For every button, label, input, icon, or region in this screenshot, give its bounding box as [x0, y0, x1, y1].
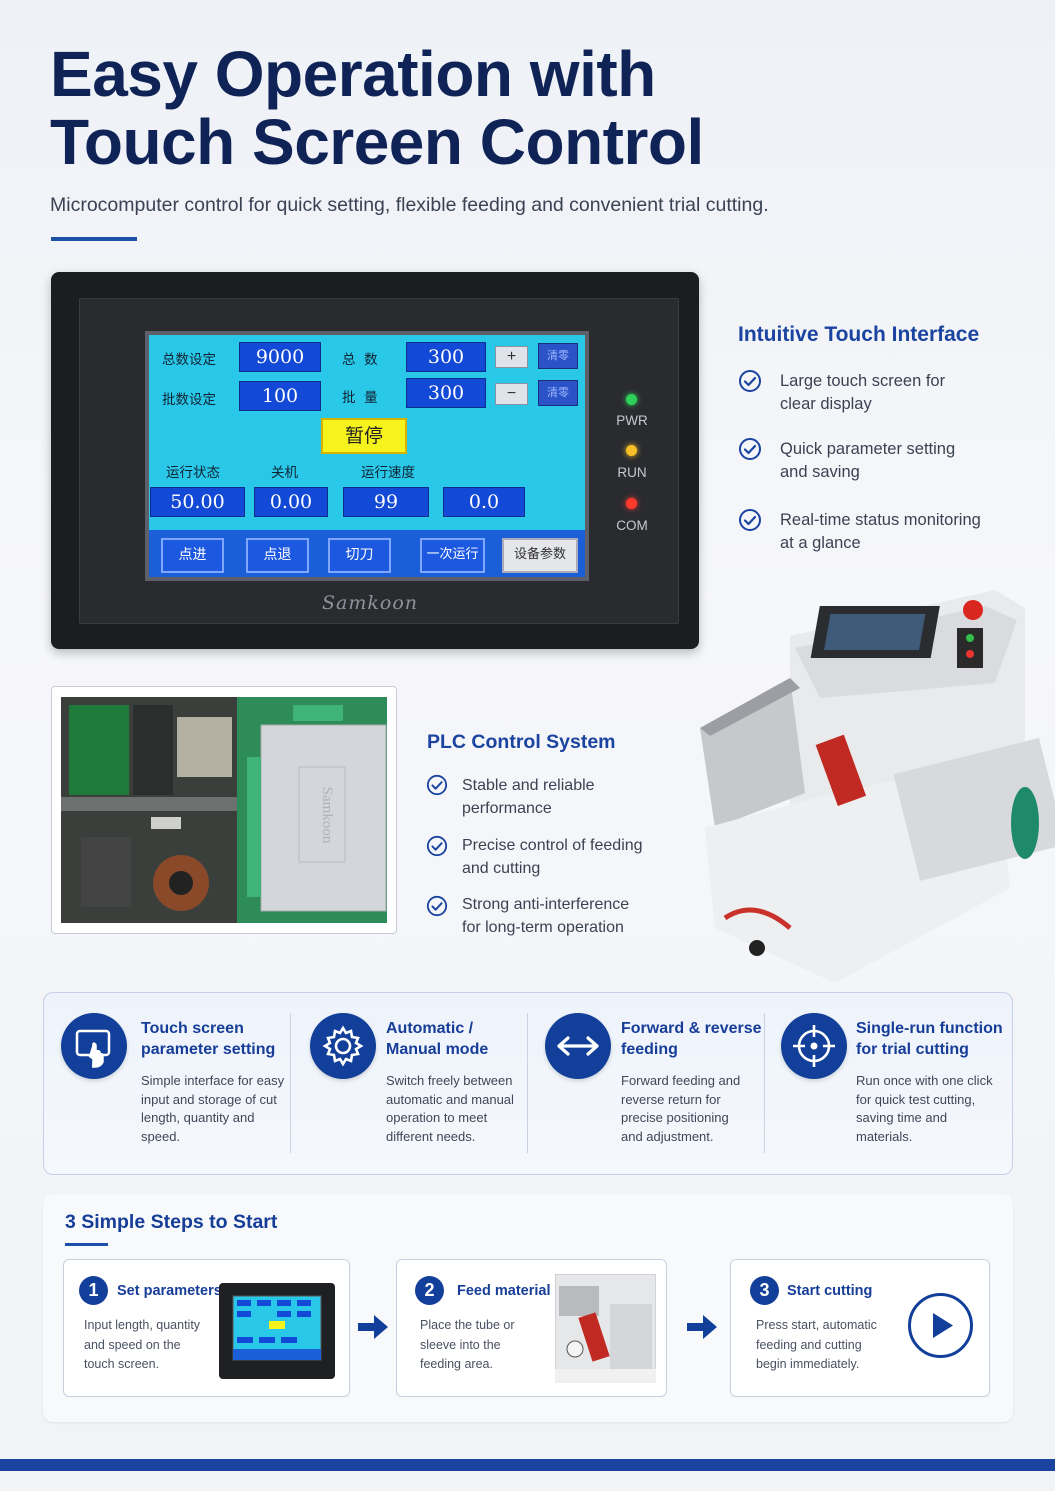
hmi-pause-button[interactable]: 暂停 — [321, 418, 407, 454]
feature-divider — [290, 1013, 291, 1153]
page-title: Easy Operation with Touch Screen Control — [50, 38, 704, 178]
title-underline — [51, 237, 137, 241]
hmi-total-label: 总 数 — [342, 352, 378, 368]
check-circle-icon — [739, 438, 761, 460]
hmi-batch-label: 批 量 — [342, 390, 378, 406]
com-led-icon — [626, 498, 637, 509]
double-arrow-icon — [557, 1036, 599, 1056]
pwr-label: PWR — [616, 413, 648, 428]
hmi-single-run-button[interactable]: 一次运行 — [420, 538, 485, 573]
feature-icon-circle — [61, 1013, 127, 1079]
footer-bar — [0, 1459, 1055, 1471]
hmi-brand-logo: Samkoon — [322, 592, 418, 614]
pwr-led-icon — [626, 394, 637, 405]
hmi-total-setting-value[interactable]: 9000 — [239, 342, 321, 372]
plc-title: PLC Control System — [427, 731, 616, 753]
step-feed-thumbnail — [555, 1274, 656, 1383]
steps-title: 3 Simple Steps to Start — [65, 1211, 278, 1233]
page-subtitle: Microcomputer control for quick setting,… — [50, 194, 769, 216]
plc-cabinet-photo: Samkoon — [61, 697, 387, 923]
feature-icon-circle — [545, 1013, 611, 1079]
check-circle-icon — [426, 835, 448, 857]
run-led-icon — [626, 445, 637, 456]
touch-interface-title: Intuitive Touch Interface — [738, 323, 980, 346]
hmi-jog-forward-button[interactable]: 点进 — [161, 538, 224, 573]
feature-icon-circle — [310, 1013, 376, 1079]
hmi-batch-setting-value[interactable]: 100 — [239, 381, 321, 411]
plc-module-brand: Samkoon — [319, 787, 335, 844]
feature-cards-panel — [43, 992, 1013, 1175]
feature-icon-circle — [781, 1013, 847, 1079]
hmi-batch-setting-label: 批数设定 — [162, 392, 216, 408]
play-circle-icon — [908, 1293, 973, 1358]
check-circle-icon — [426, 895, 448, 917]
step-title-3: Start cutting — [787, 1283, 873, 1299]
arrow-right-icon — [358, 1315, 388, 1339]
steps-underline — [65, 1243, 108, 1246]
hmi-status-value-1: 50.00 — [150, 487, 245, 517]
feature-divider — [764, 1013, 765, 1153]
hmi-settings-button[interactable]: 设备参数 — [502, 538, 578, 573]
feature-divider — [527, 1013, 528, 1153]
hmi-cut-button[interactable]: 切刀 — [328, 538, 391, 573]
hmi-run-speed-label: 运行速度 — [361, 465, 415, 481]
hmi-total-setting-label: 总数设定 — [162, 352, 216, 368]
hmi-jog-back-button[interactable]: 点退 — [246, 538, 309, 573]
touch-screen-icon — [75, 1029, 111, 1068]
hmi-shutdown-label: 关机 — [271, 465, 298, 481]
step-title-2: Feed material — [457, 1283, 551, 1299]
crosshair-icon — [793, 1025, 835, 1067]
hmi-plus-button[interactable]: + — [495, 346, 528, 368]
step-title-1: Set parameters — [117, 1283, 222, 1299]
check-circle-icon — [426, 774, 448, 796]
arrow-right-icon — [687, 1315, 717, 1339]
hmi-batch-value: 300 — [406, 378, 486, 408]
hmi-clear-button-1[interactable]: 清零 — [538, 343, 578, 369]
hmi-status-value-2: 0.00 — [254, 487, 328, 517]
run-label: RUN — [617, 465, 647, 480]
step-number-3: 3 — [750, 1276, 779, 1305]
com-label: COM — [616, 518, 648, 533]
cutting-machine-photo — [700, 590, 1055, 983]
hmi-total-value: 300 — [406, 342, 486, 372]
feature-title-2: Automatic /Manual mode — [386, 1020, 489, 1058]
hmi-status-value-3: 99 — [343, 487, 429, 517]
hmi-clear-button-2[interactable]: 清零 — [538, 380, 578, 406]
check-circle-icon — [739, 509, 761, 531]
gear-icon — [322, 1025, 364, 1067]
step-number-2: 2 — [415, 1276, 444, 1305]
step-hmi-thumbnail — [219, 1283, 335, 1379]
hmi-minus-button[interactable]: − — [495, 383, 528, 405]
check-circle-icon — [739, 370, 761, 392]
step-number-1: 1 — [79, 1276, 108, 1305]
hmi-status-value-4: 0.0 — [443, 487, 525, 517]
hmi-run-state-label: 运行状态 — [166, 465, 220, 481]
